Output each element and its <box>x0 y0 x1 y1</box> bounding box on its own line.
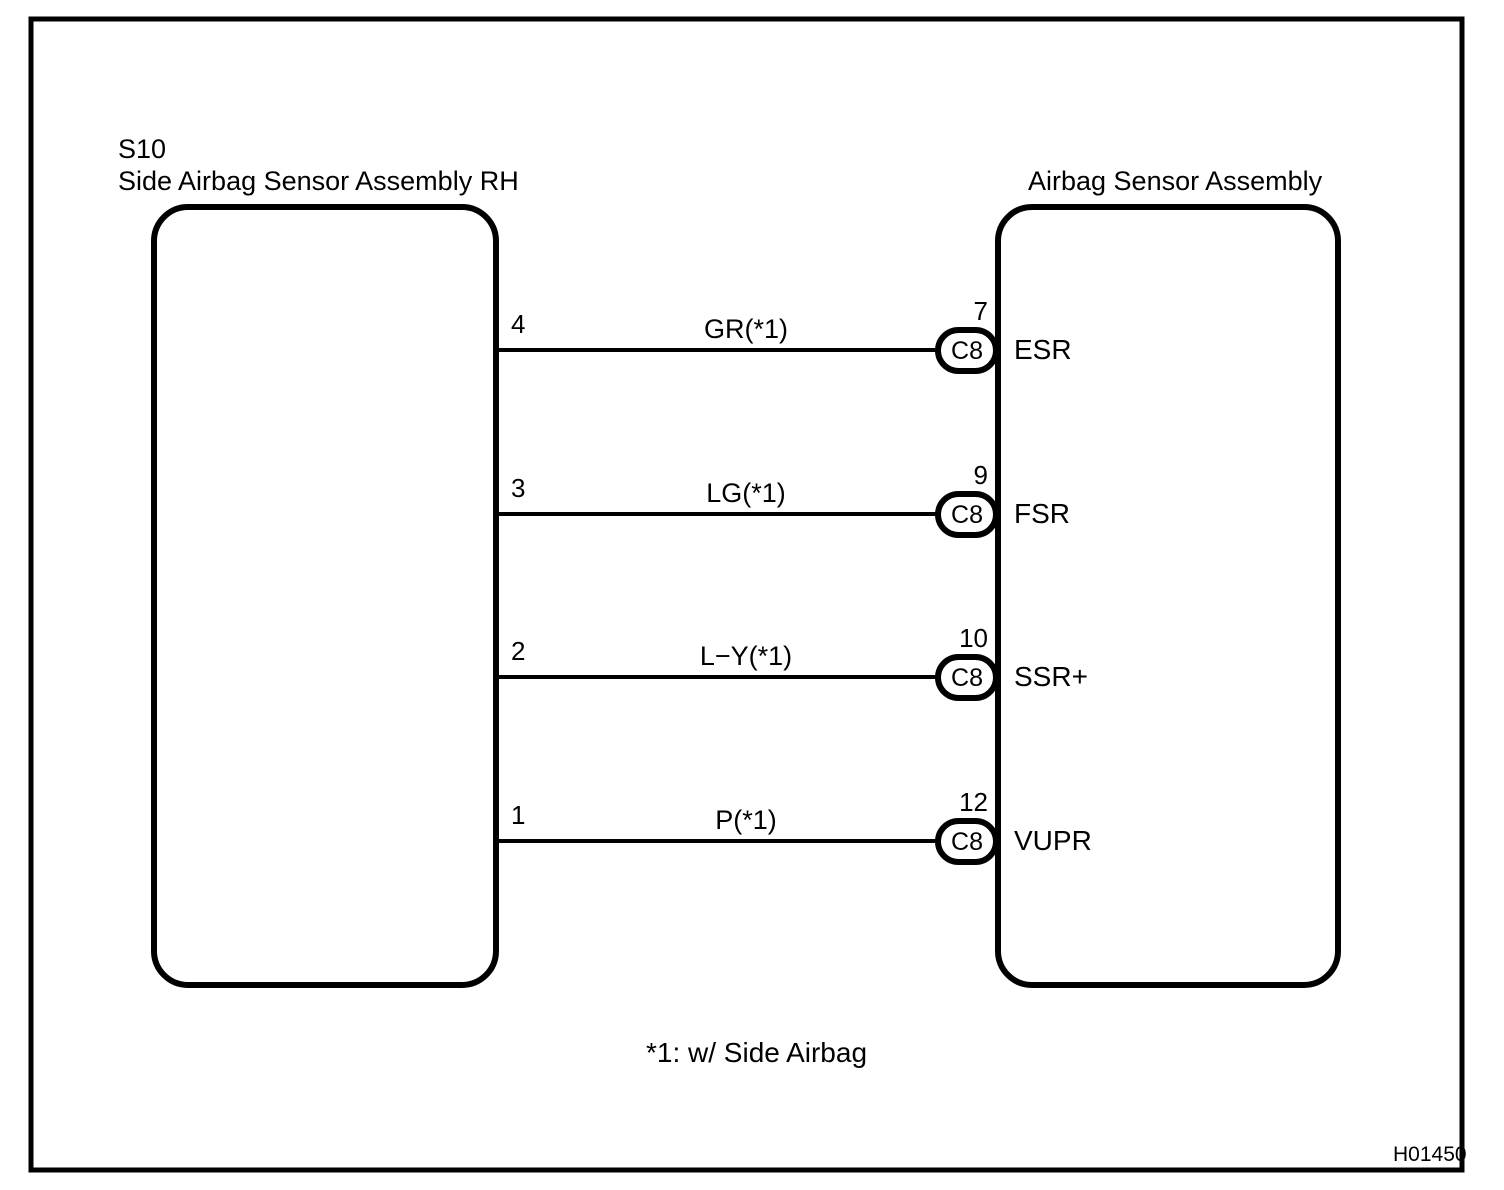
footnote-text: *1: w/ Side Airbag <box>646 1037 868 1068</box>
page-frame <box>28 16 1465 1173</box>
target-pin-number-4: 12 <box>959 787 988 817</box>
image-code-label: H01450 <box>1393 1143 1467 1166</box>
connector-id-4: C8 <box>951 828 983 856</box>
connector-id-3: C8 <box>951 664 983 692</box>
source-pin-number-2: 3 <box>511 473 526 503</box>
target-pin-number-3: 10 <box>959 623 988 653</box>
connector-id-2: C8 <box>951 501 983 529</box>
right-component-name: Airbag Sensor Assembly <box>1028 166 1323 196</box>
left-component-name: Side Airbag Sensor Assembly RH <box>118 166 519 196</box>
wire-code-1: GR(*1) <box>703 314 788 344</box>
connector-id-1: C8 <box>951 337 983 365</box>
target-pin-number-1: 7 <box>973 296 988 326</box>
wire-code-2: LG(*1) <box>706 478 786 508</box>
target-pin-number-2: 9 <box>973 460 988 490</box>
terminal-name-3: SSR+ <box>1014 661 1088 692</box>
left-component-code: S10 <box>118 134 167 164</box>
wire-code-4: P(*1) <box>715 805 777 835</box>
wire-code-3: L−Y(*1) <box>699 641 793 671</box>
right-component-box <box>995 204 1341 988</box>
source-pin-number-3: 2 <box>511 636 526 666</box>
terminal-name-1: ESR <box>1014 334 1072 365</box>
source-pin-number-4: 1 <box>511 800 526 830</box>
terminal-name-2: FSR <box>1014 498 1070 529</box>
source-pin-number-1: 4 <box>511 309 526 339</box>
left-component-box <box>151 204 499 988</box>
terminal-name-4: VUPR <box>1014 825 1092 856</box>
